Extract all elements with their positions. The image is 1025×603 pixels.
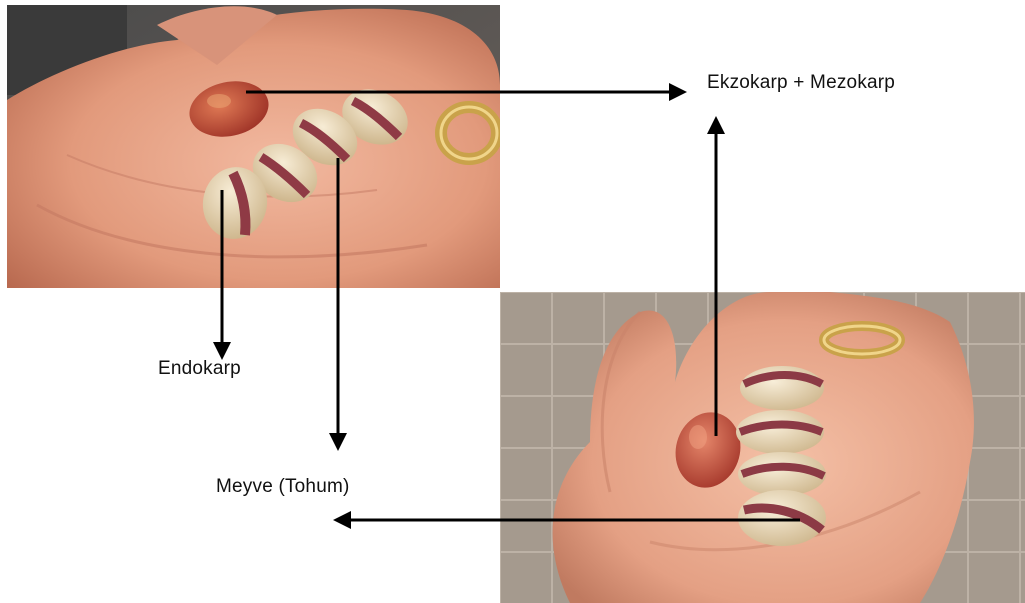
label-meyve-tohum: Meyve (Tohum) [216,476,350,498]
label-ekzokarp-mezokarp: Ekzokarp + Mezokarp [707,72,895,94]
photo-top [7,5,500,288]
pistachio-hand-photo [7,5,500,288]
pistachio-palm-photo [500,292,1025,603]
label-endokarp: Endokarp [158,358,241,380]
photo-bottom [500,292,1025,603]
